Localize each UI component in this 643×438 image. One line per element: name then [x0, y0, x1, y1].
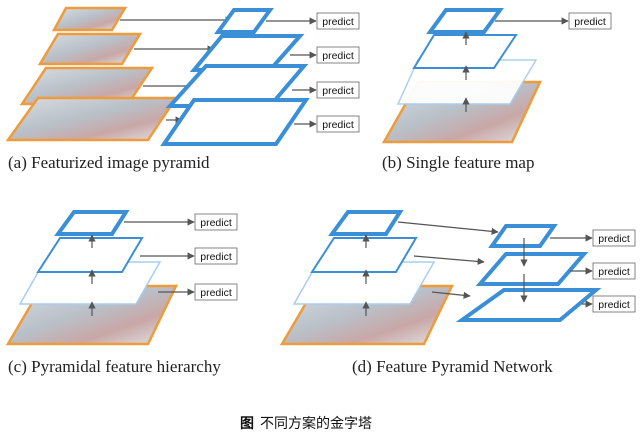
figure-title: 图 不同方案的金字塔	[240, 415, 372, 432]
panel-a-caption: (a) Featurized image pyramid	[8, 153, 210, 172]
predict-box: predict	[194, 213, 238, 231]
panel-b: predict (b) Single feature map	[381, 8, 612, 172]
predict-box: predict	[592, 262, 636, 280]
predict-box: predict	[592, 295, 636, 313]
image-level-3	[37, 32, 143, 66]
feature-map	[160, 98, 310, 146]
panel-d: predict predict predict (d) Feature Pyra…	[279, 210, 636, 376]
feature-map	[475, 252, 589, 286]
predict-box: predict	[316, 115, 360, 133]
panel-c-caption: (c) Pyramidal feature hierarchy	[8, 357, 221, 376]
svg-text:predict: predict	[598, 299, 630, 311]
figure-title-text: 不同方案的金字塔	[260, 415, 372, 432]
panel-d-caption: (d) Feature Pyramid Network	[352, 357, 553, 376]
predict-box: predict	[316, 46, 360, 64]
predict-box: predict	[194, 283, 238, 301]
svg-text:predict: predict	[322, 119, 354, 131]
svg-text:predict: predict	[322, 85, 354, 97]
feature-map	[328, 210, 404, 236]
predict-box: predict	[592, 229, 636, 247]
predict-box: predict	[316, 12, 360, 30]
panel-b-caption: (b) Single feature map	[382, 153, 534, 172]
feature-map	[214, 8, 274, 34]
svg-text:predict: predict	[200, 287, 232, 299]
svg-text:predict: predict	[200, 251, 232, 263]
figure-title-prefix: 图	[240, 416, 254, 432]
svg-text:predict: predict	[574, 16, 606, 28]
predict-box: predict	[568, 12, 612, 30]
svg-text:predict: predict	[598, 233, 630, 245]
feature-map	[488, 224, 558, 248]
svg-text:predict: predict	[322, 16, 354, 28]
panel-c: predict predict predict (c) Pyramidal fe…	[5, 210, 238, 376]
feature-map	[310, 237, 418, 273]
predict-box: predict	[316, 81, 360, 99]
panel-a: predict predict predict predict (a) Feat…	[5, 6, 360, 172]
svg-text:predict: predict	[322, 50, 354, 62]
arrow	[397, 221, 499, 235]
feature-map	[426, 8, 504, 34]
arrow	[413, 255, 485, 266]
feature-map	[36, 237, 144, 273]
svg-text:predict: predict	[200, 217, 232, 229]
arrow	[431, 291, 471, 299]
image-level-1	[5, 96, 179, 142]
predict-box: predict	[194, 247, 238, 265]
feature-map	[455, 288, 602, 322]
feature-map	[412, 34, 518, 69]
svg-text:predict: predict	[598, 266, 630, 278]
image-level-4	[51, 6, 128, 32]
feature-map	[54, 210, 130, 236]
